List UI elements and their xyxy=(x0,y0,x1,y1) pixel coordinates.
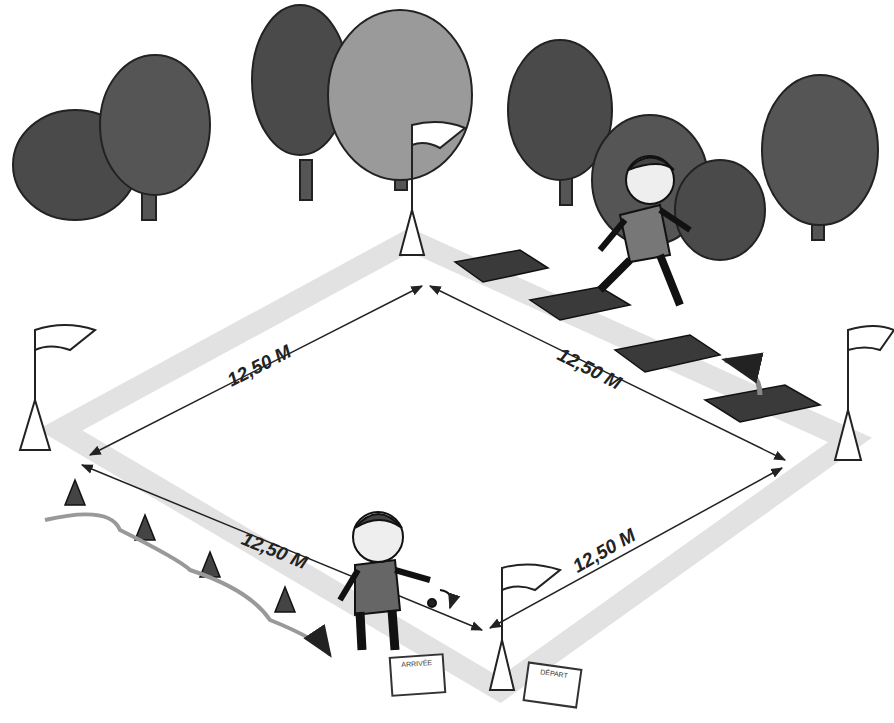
dimension-label: 12,50 M xyxy=(224,341,295,392)
flags xyxy=(20,122,894,690)
running-child xyxy=(600,156,690,305)
slalom-arrow xyxy=(45,514,330,655)
box-label: ARRIVÉE xyxy=(401,659,432,668)
dimension-lines xyxy=(82,286,785,630)
mats xyxy=(455,250,820,422)
track xyxy=(60,240,850,690)
crate-box: ARRIVÉE xyxy=(389,653,447,697)
jump-arrow xyxy=(725,360,760,395)
dimension-label: 12,50 M xyxy=(554,344,625,395)
throwing-child xyxy=(340,512,451,650)
crate-box: DÉPART xyxy=(522,661,582,708)
box-label: DÉPART xyxy=(540,668,568,679)
trees xyxy=(13,5,878,260)
